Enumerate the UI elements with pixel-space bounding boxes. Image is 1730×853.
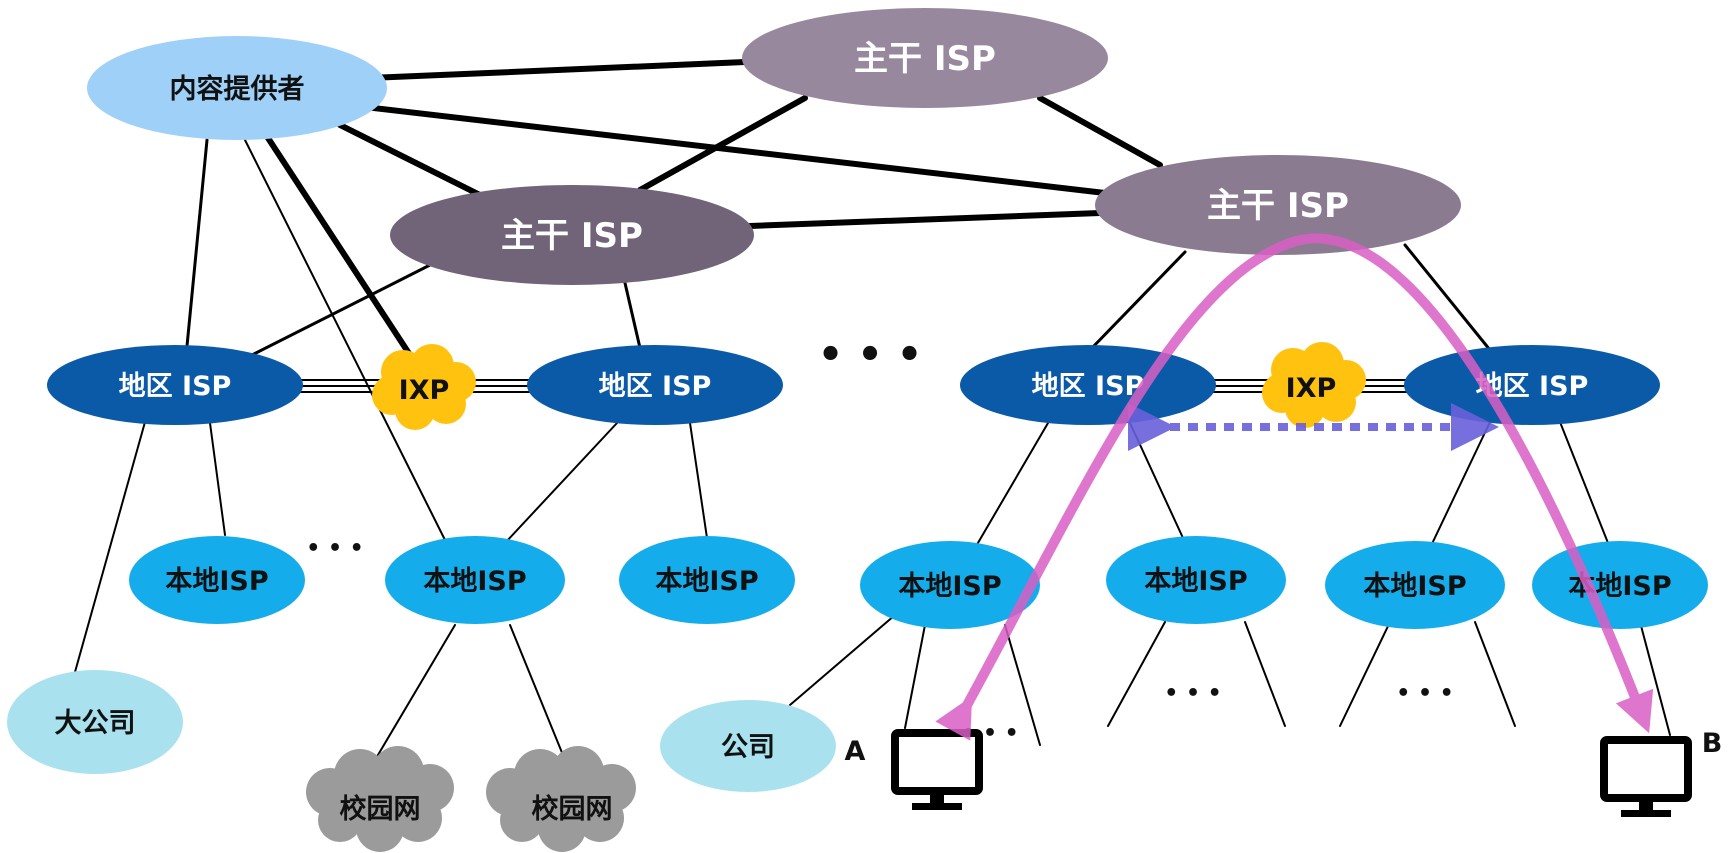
campus-network-2-cloud <box>486 746 636 852</box>
link-regional-4-local-7 <box>1559 421 1611 549</box>
link-local-4-host-a <box>904 624 926 729</box>
link-local-6-down-right <box>1474 621 1516 727</box>
ellipsis-local-left: • • • <box>306 536 364 561</box>
link-backbone-top-left <box>637 95 808 193</box>
big-company-label: 大公司 <box>55 708 136 739</box>
campus-network-2-label: 校园网 <box>532 793 613 825</box>
backbone-isp-top-label: 主干 ISP <box>854 39 996 79</box>
company-node <box>660 700 836 792</box>
ixp-right-cloud <box>1262 342 1366 428</box>
ellipsis-local-6-below: • • • <box>1164 681 1222 706</box>
ellipsis-local-7-below: • • • <box>1396 681 1454 706</box>
campus-network-1-cloud <box>306 746 454 852</box>
link-backbone-left-regional-1 <box>248 263 432 358</box>
backbone-isp-left <box>390 185 754 285</box>
link-regional-3-local-4 <box>974 422 1049 549</box>
local-isp-2-label: 本地ISP <box>423 566 526 597</box>
link-content-backbone-left <box>337 122 483 198</box>
link-content-backbone-right <box>362 104 1108 196</box>
link-content-local-2 <box>244 139 446 541</box>
local-isp-5 <box>1106 536 1286 624</box>
connection-lines <box>74 59 1671 761</box>
data-path-a-to-b <box>935 233 1654 741</box>
backbone-isp-right-label: 主干 ISP <box>1207 186 1349 226</box>
link-regional-2-local-2 <box>504 422 618 544</box>
local-isp-3-label: 本地ISP <box>655 566 758 597</box>
link-backbone-top-right <box>1037 95 1163 168</box>
regional-isp-2 <box>527 345 783 425</box>
ixp-left-cloud <box>372 344 476 430</box>
link-local-4-company <box>789 614 896 706</box>
backbone-isp-top <box>742 8 1108 108</box>
local-isp-1 <box>129 536 305 624</box>
local-isp-6 <box>1325 541 1505 629</box>
link-content-ixp-left <box>265 135 413 358</box>
host-b-label: B <box>1702 728 1723 759</box>
host-b-monitor-icon <box>1600 736 1692 817</box>
link-local-5-down-right <box>1244 621 1286 727</box>
link-local-2-campus-1 <box>374 624 456 761</box>
big-company-node <box>7 670 183 774</box>
local-isp-5-label: 本地ISP <box>1144 566 1247 597</box>
ixp-left-label: IXP <box>399 375 450 406</box>
link-local-2-campus-2 <box>509 624 566 761</box>
link-backbone-left-right <box>747 210 1103 229</box>
local-isp-2 <box>385 536 565 624</box>
host-a-monitor-icon <box>891 729 983 810</box>
content-provider-node <box>87 36 387 140</box>
campus-network-1-label: 校园网 <box>340 793 421 825</box>
content-provider-label: 内容提供者 <box>170 73 305 105</box>
backbone-isp-right <box>1095 155 1461 255</box>
link-backbone-left-regional-2 <box>623 281 642 350</box>
link-content-backbone-top <box>367 59 748 81</box>
link-regional-4-local-6 <box>1429 421 1491 549</box>
local-isp-4 <box>860 541 1040 629</box>
link-backbone-right-regional-4 <box>1403 243 1492 352</box>
link-local-6-down-left <box>1339 621 1391 727</box>
ellipsis-middle: • • • <box>818 332 923 378</box>
company-label: 公司 <box>721 732 775 763</box>
link-regional-1-big-company <box>74 421 146 673</box>
link-regional-2-local-3 <box>689 422 708 539</box>
link-backbone-right-regional-3 <box>1088 250 1187 352</box>
host-a-label: A <box>845 736 866 767</box>
link-local-5-down-left <box>1107 621 1166 727</box>
ixp-right-label: IXP <box>1286 373 1337 404</box>
local-isp-3 <box>619 536 795 624</box>
regional-isp-1-label: 地区 ISP <box>119 371 232 402</box>
link-regional-1-local-1 <box>209 422 226 536</box>
regional-isp-2-label: 地区 ISP <box>599 371 712 402</box>
local-isp-6-label: 本地ISP <box>1363 571 1466 602</box>
backbone-isp-left-label: 主干 ISP <box>501 216 643 256</box>
local-isp-4-label: 本地ISP <box>898 571 1001 602</box>
ixp-peering-links <box>300 379 1412 393</box>
regional-isp-3-label: 地区 ISP <box>1032 371 1145 402</box>
link-local-7-host-b <box>1639 621 1671 736</box>
link-content-regional-1 <box>185 138 209 348</box>
local-isp-1-label: 本地ISP <box>165 566 268 597</box>
regional-isp-1 <box>47 345 303 425</box>
link-regional-3-local-5 <box>1129 422 1184 539</box>
